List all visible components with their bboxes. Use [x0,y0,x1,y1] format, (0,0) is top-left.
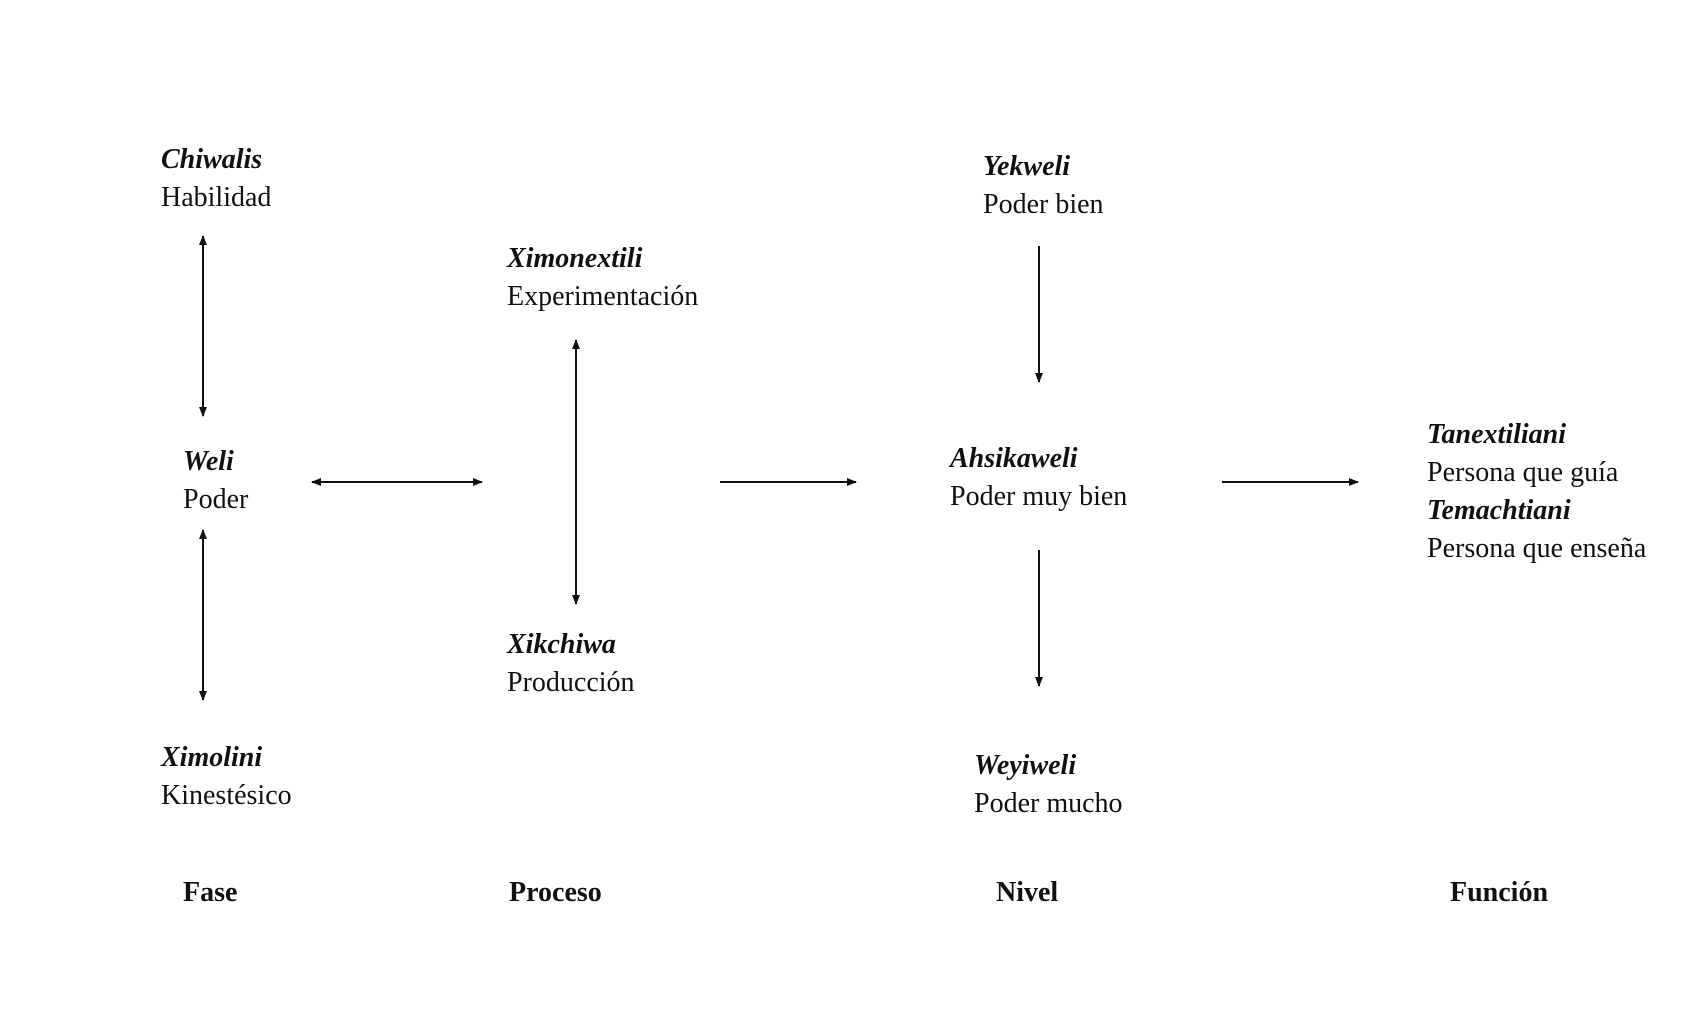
column-label-proceso: Proceso [509,877,602,908]
node-term: Weli [183,446,234,477]
column-label-funcion: Función [1450,877,1549,908]
node-gloss: Kinestésico [161,780,292,811]
node-gloss: Habilidad [161,182,272,213]
node-term-tanextiliani: Tanextiliani [1427,419,1567,450]
node-xikchiwa: Xikchiwa Producción [507,626,635,702]
node-term-temachtiani: Temachtiani [1427,495,1571,526]
node-ximonextili: Ximonextili Experimentación [507,240,698,316]
node-gloss: Poder mucho [974,788,1123,819]
node-gloss-temachtiani: Persona que enseña [1427,533,1647,564]
column-label-fase: Fase [183,877,238,908]
node-term: Ximonextili [507,243,643,274]
node-term: Ximolini [161,742,263,773]
node-ximolini: Ximolini Kinestésico [161,739,292,815]
node-term: Weyiweli [974,750,1077,781]
node-weli: Weli Poder [183,443,248,519]
node-term: Xikchiwa [507,629,616,660]
column-label-nivel: Nivel [996,877,1059,908]
node-gloss-tanextiliani: Persona que guía [1427,457,1619,488]
node-ahsikaweli: Ahsikaweli Poder muy bien [950,440,1127,516]
node-weyiweli: Weyiweli Poder mucho [974,747,1123,823]
node-gloss: Poder muy bien [950,481,1128,512]
node-gloss: Experimentación [507,281,699,312]
node-term: Ahsikaweli [950,443,1078,474]
node-yekweli: Yekweli Poder bien [983,148,1104,224]
node-gloss: Poder bien [983,189,1104,220]
node-term: Yekweli [983,151,1071,182]
node-funcion: Tanextiliani Persona que guía Temachtian… [1427,416,1646,568]
node-gloss: Producción [507,667,635,698]
node-term: Chiwalis [161,144,263,175]
node-gloss: Poder [183,484,249,515]
node-chiwalis: Chiwalis Habilidad [161,141,271,217]
